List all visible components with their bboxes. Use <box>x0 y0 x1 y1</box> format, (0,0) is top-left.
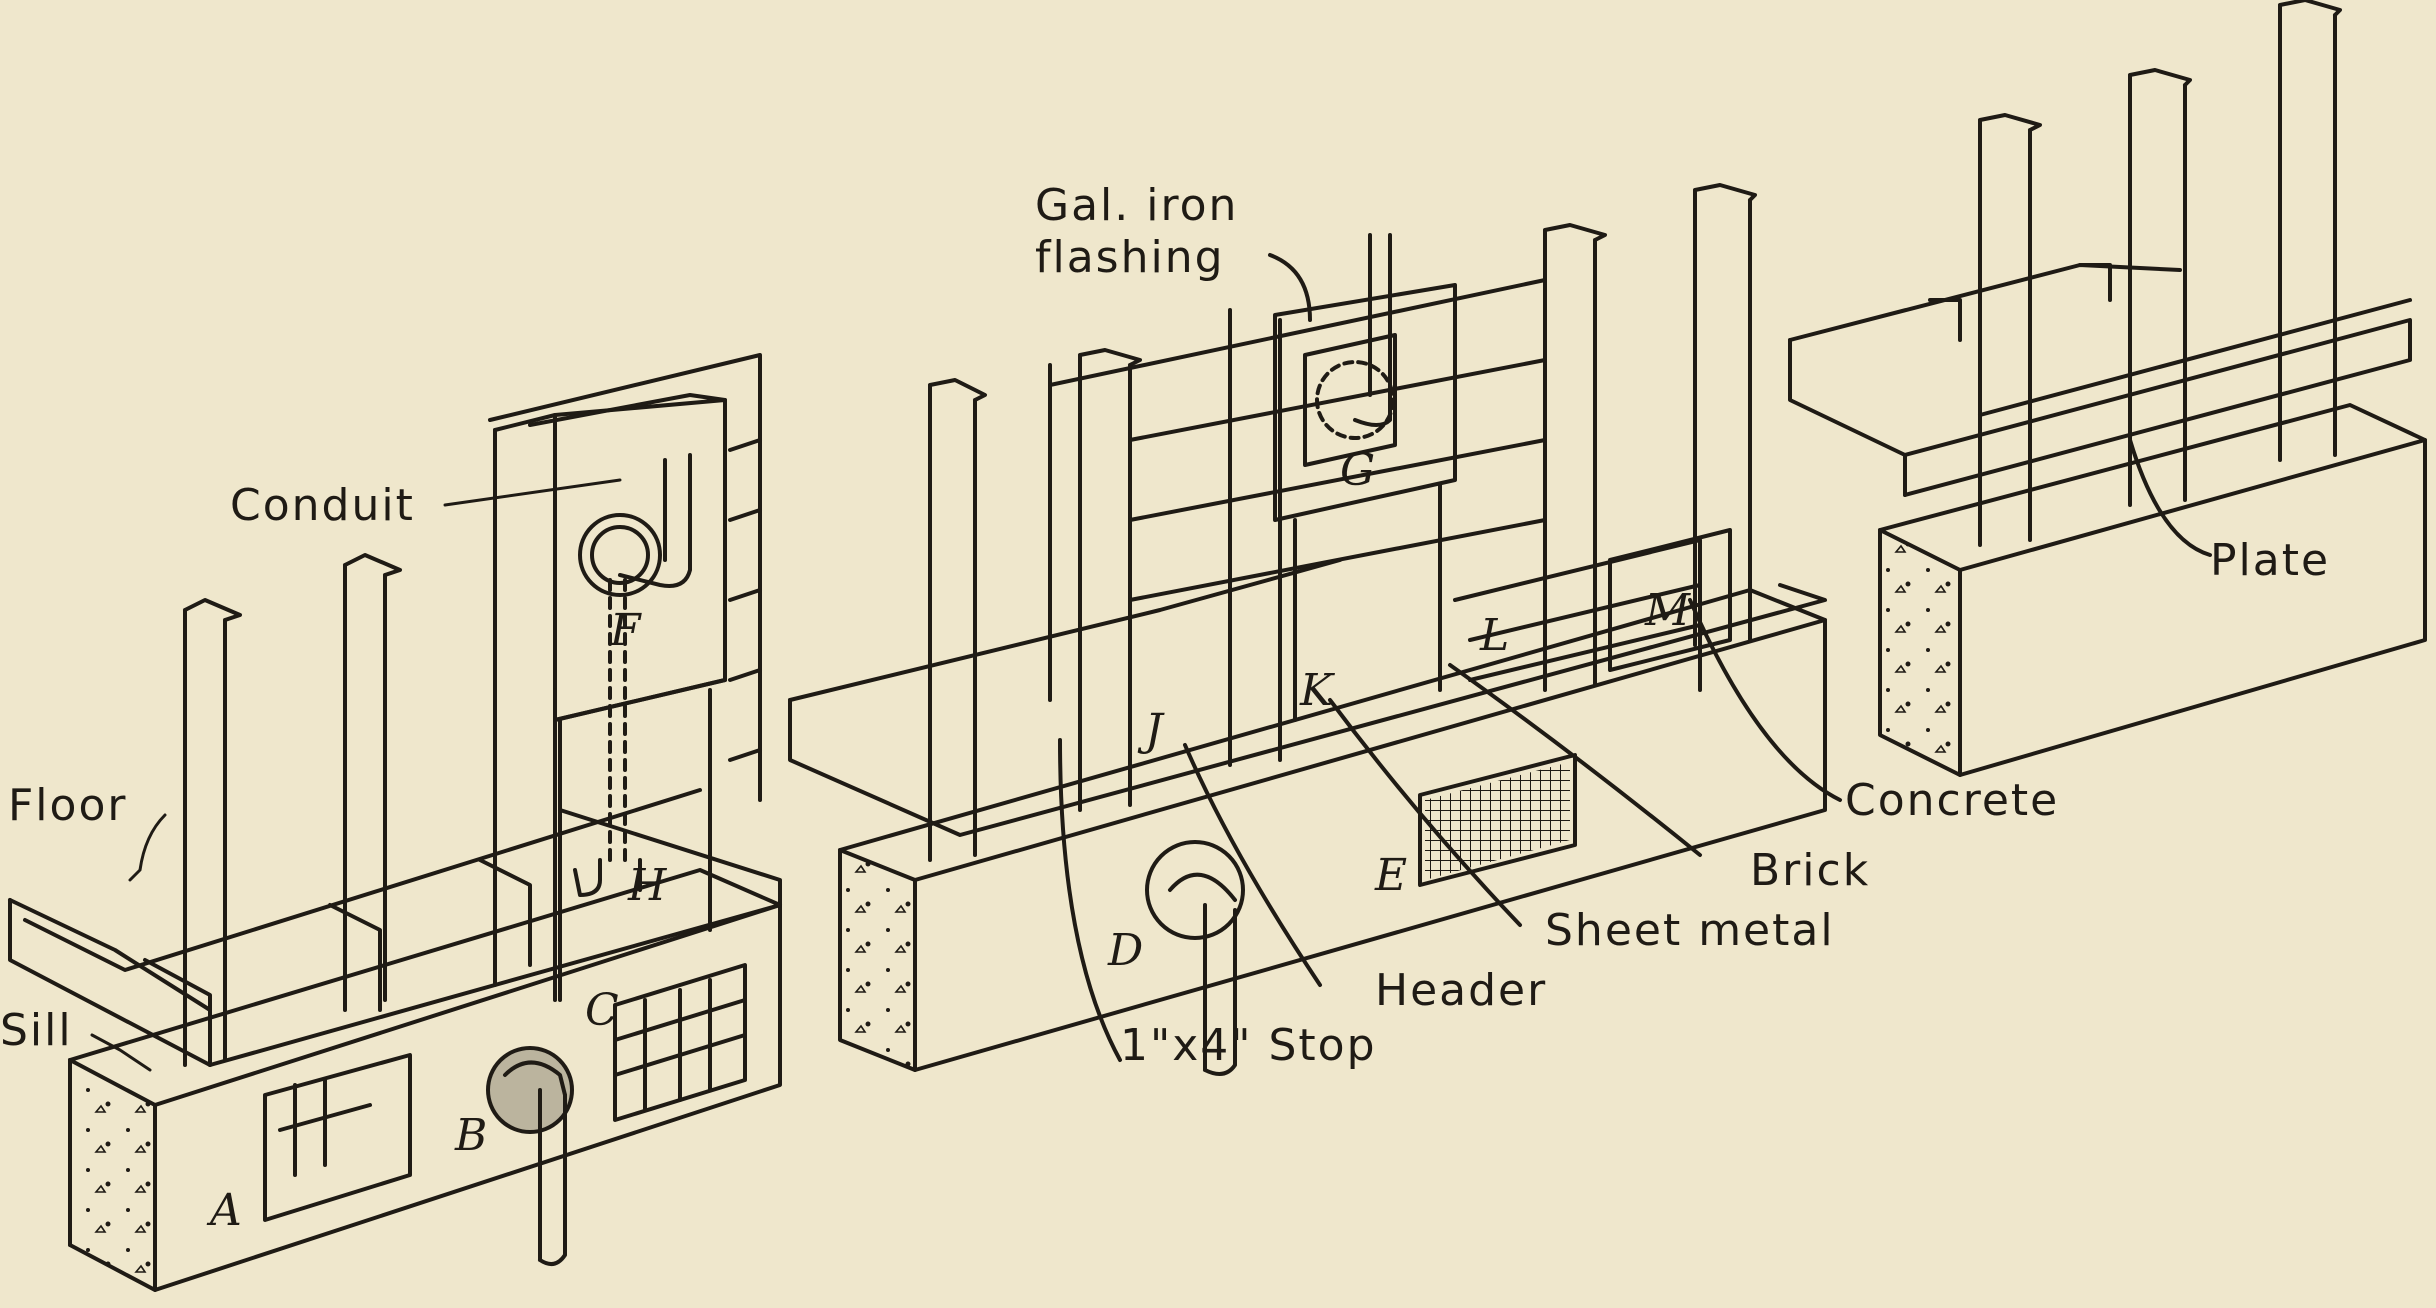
label-brick: Brick <box>1750 845 1870 896</box>
label-header: Header <box>1375 965 1547 1016</box>
middle-assembly <box>788 183 1842 1076</box>
letter-c: C <box>585 985 619 1036</box>
label-floor: Floor <box>8 780 127 831</box>
label-sill: Sill <box>0 1005 73 1056</box>
label-conduit: Conduit <box>230 480 415 531</box>
label-plate: Plate <box>2210 535 2330 586</box>
letter-h: H <box>627 860 668 911</box>
label-gal-iron-1: Gal. iron <box>1035 180 1238 231</box>
label-sheet-metal: Sheet metal <box>1545 905 1835 956</box>
right-assembly <box>1788 0 2427 777</box>
letter-f: F <box>609 605 642 656</box>
letter-b: B <box>454 1110 487 1161</box>
label-leaders <box>90 478 622 1072</box>
letter-d: D <box>1107 925 1143 976</box>
letter-g: G <box>1340 445 1375 496</box>
labels: Conduit Floor Sill Gal. iron flashing Pl… <box>0 180 2330 1236</box>
label-gal-iron-2: flashing <box>1035 232 1225 283</box>
letter-a: A <box>206 1185 242 1236</box>
letter-e: E <box>1374 850 1407 901</box>
left-assembly <box>8 353 782 1292</box>
letter-k: K <box>1299 665 1335 716</box>
letter-j: J <box>1137 705 1165 756</box>
label-stop: 1"x4" Stop <box>1120 1020 1377 1071</box>
letter-l: L <box>1479 610 1509 661</box>
letter-m: M <box>1644 585 1691 636</box>
label-concrete: Concrete <box>1845 775 2059 826</box>
